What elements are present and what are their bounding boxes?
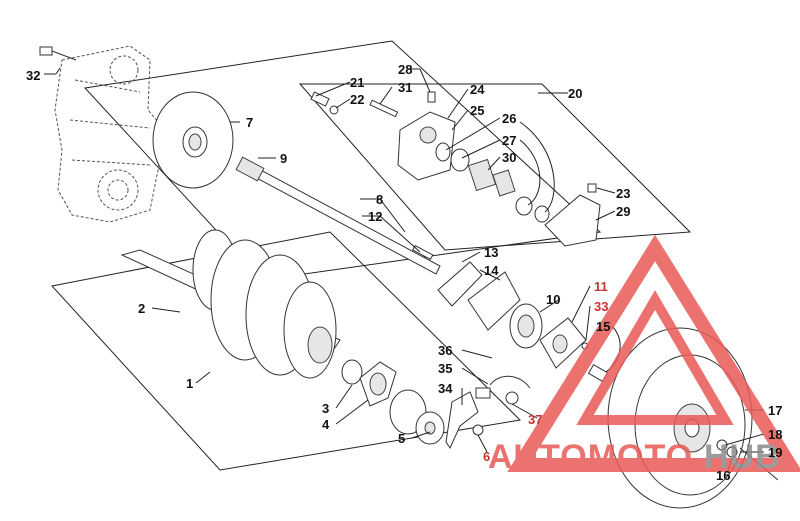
label-33: 33 [594,299,608,314]
caliper-body-29 [544,194,601,247]
label-34: 34 [438,381,453,396]
watermark-text-a: AUTOMOTO [488,438,693,476]
key-12 [412,244,434,261]
nut-6 [472,424,484,436]
label-11: 11 [594,279,608,294]
piston-seal [515,196,533,216]
sensor-bracket-34 [445,391,479,450]
drive-sprocket-2 [120,229,341,379]
bolt-21 [310,91,330,107]
label-8: 8 [376,192,383,207]
label-1: 1 [186,376,193,391]
label-10: 10 [546,292,560,307]
label-29: 29 [616,204,630,219]
label-27: 27 [502,133,516,148]
label-22: 22 [350,92,364,107]
label-23: 23 [616,186,630,201]
label-36: 36 [438,343,452,358]
label-4: 4 [322,417,330,432]
washer-18 [716,439,728,451]
label-13: 13 [484,245,498,260]
label-25: 25 [470,103,484,118]
part-labels: 32 7 9 8 12 21 22 28 31 24 25 26 27 30 2… [26,62,782,483]
o-ring-3 [341,359,363,385]
label-30: 30 [502,150,516,165]
label-5: 5 [398,431,405,446]
label-7: 7 [246,115,253,130]
watermark-logo: AUTOMOTO HUB [488,234,800,476]
bearing-housing-14 [467,271,521,331]
piston-27 [450,148,470,172]
label-32: 32 [26,68,40,83]
label-15: 15 [596,319,610,334]
label-17: 17 [768,403,782,418]
sensor-wheel-5 [389,389,445,445]
label-3: 3 [322,401,329,416]
label-12: 12 [368,209,382,224]
screw-23 [587,183,597,193]
o-ring-small [534,205,550,223]
caliper-bracket-24 [397,111,456,181]
bolt-32 [39,46,77,61]
seal-10 [509,303,543,349]
shaft-9 [235,156,441,275]
label-20: 20 [568,86,582,101]
label-21: 21 [350,75,364,90]
label-6: 6 [483,449,490,464]
brake-disc-7 [152,91,234,189]
label-35: 35 [438,361,452,376]
pin-31 [369,99,399,118]
upper-group-outline [83,40,602,281]
chaincase-housing [54,45,166,223]
label-9: 9 [280,151,287,166]
label-18: 18 [768,427,782,442]
label-37: 37 [528,412,542,427]
gasket-13 [437,261,483,307]
label-28: 28 [398,62,412,77]
label-14: 14 [484,263,499,278]
speed-sensor-37 [475,375,531,405]
o-ring-26 [435,142,451,162]
label-26: 26 [502,111,516,126]
label-19: 19 [768,445,782,460]
watermark-text-b: HUB [704,438,781,476]
washer-16 [726,446,738,458]
leader-lines [44,67,765,471]
bearing-flange-4 [359,361,397,407]
label-24: 24 [470,82,485,97]
bleeder-28 [427,91,436,103]
label-2: 2 [138,301,145,316]
caliper-group-outline [298,83,692,251]
brake-pads-30 [467,158,516,197]
label-16: 16 [716,468,730,483]
label-31: 31 [398,80,412,95]
